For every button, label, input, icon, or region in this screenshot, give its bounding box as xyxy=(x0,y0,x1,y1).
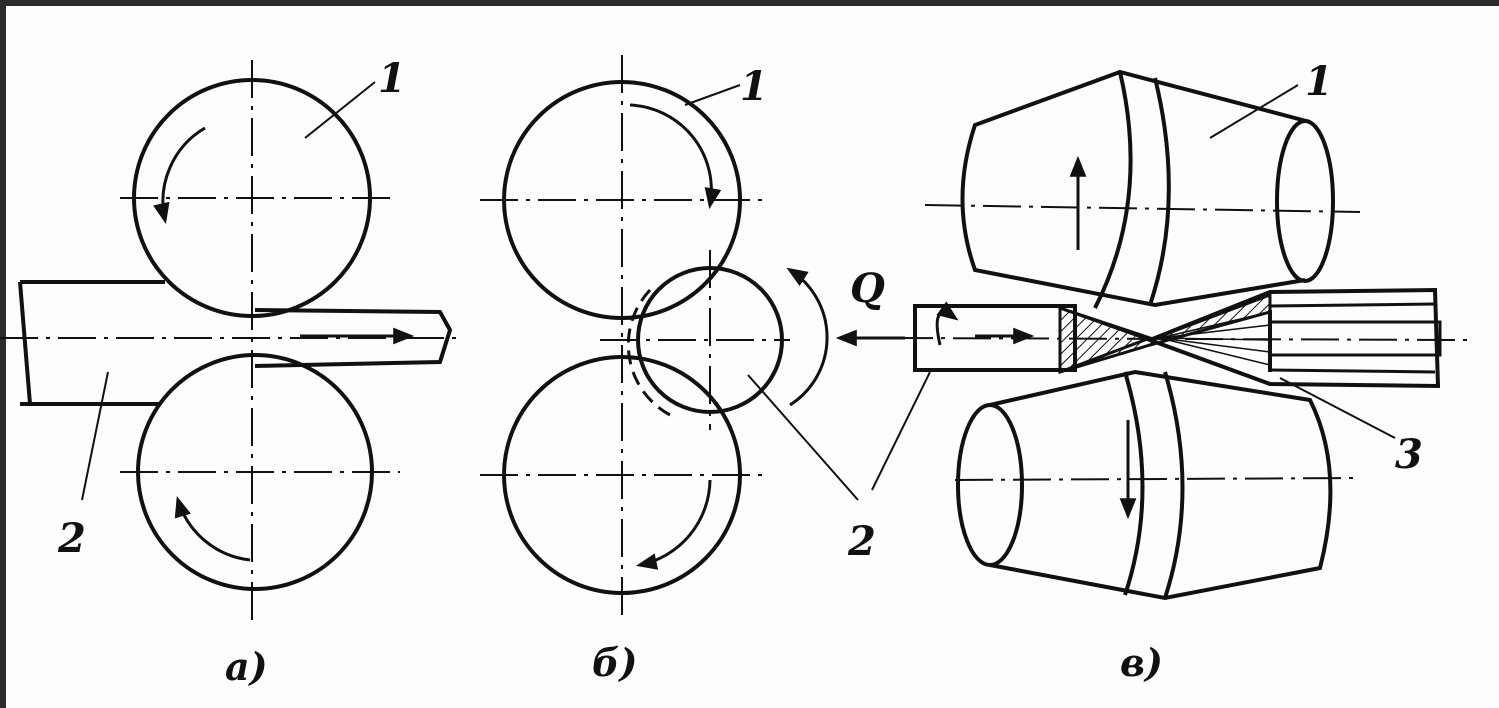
tube-v xyxy=(1144,287,1441,389)
axes-v xyxy=(894,204,1471,481)
panel-b xyxy=(480,55,859,620)
workpiece-rotation-b xyxy=(626,288,671,417)
panel-a xyxy=(0,60,460,625)
rotation-arrow-top-a xyxy=(153,126,206,225)
bar-rotation-arrow-v xyxy=(935,301,959,346)
rotation-arrow-bottom-a xyxy=(174,495,251,562)
tube-wall-v xyxy=(1269,302,1436,374)
caption-v: в) xyxy=(1120,640,1163,685)
rotation-arrow-bottom-b xyxy=(635,479,712,570)
caption-b: б) xyxy=(592,640,637,685)
label-roll-a: 1 xyxy=(378,55,406,102)
label-force-q: Q xyxy=(850,265,885,312)
label-roll-v: 1 xyxy=(1305,58,1333,105)
caption-a: a) xyxy=(225,644,268,689)
axes-a xyxy=(0,60,460,625)
label-workpiece-b: 2 xyxy=(847,518,876,565)
leader-2-b xyxy=(747,374,859,501)
leader-1-a xyxy=(304,81,376,139)
axes-b xyxy=(480,55,790,620)
bottom-roll-v xyxy=(989,369,1333,601)
top-roll-face-v xyxy=(1275,119,1335,283)
top-roll-v xyxy=(960,69,1311,308)
label-mandrel-v: 3 xyxy=(1395,431,1423,478)
panel-v xyxy=(835,69,1471,601)
leader-3-v xyxy=(1279,377,1396,439)
leader-1-v xyxy=(1209,84,1299,139)
leader-1-b xyxy=(684,84,741,106)
workpiece-a xyxy=(18,280,453,406)
label-roll-b: 1 xyxy=(740,63,768,110)
leader-2-a xyxy=(81,371,109,501)
rotation-arrow-top-b xyxy=(629,103,722,210)
mandrel-v xyxy=(1268,320,1442,357)
rotation-arrow-workpiece-b xyxy=(786,267,829,407)
bottom-roll-belt-v xyxy=(1123,371,1185,599)
top-roll-belt-v xyxy=(1093,71,1171,309)
bottom-roll-face-v xyxy=(956,403,1024,567)
label-workpiece-a: 2 xyxy=(57,515,86,562)
leader-2-v xyxy=(871,371,931,491)
